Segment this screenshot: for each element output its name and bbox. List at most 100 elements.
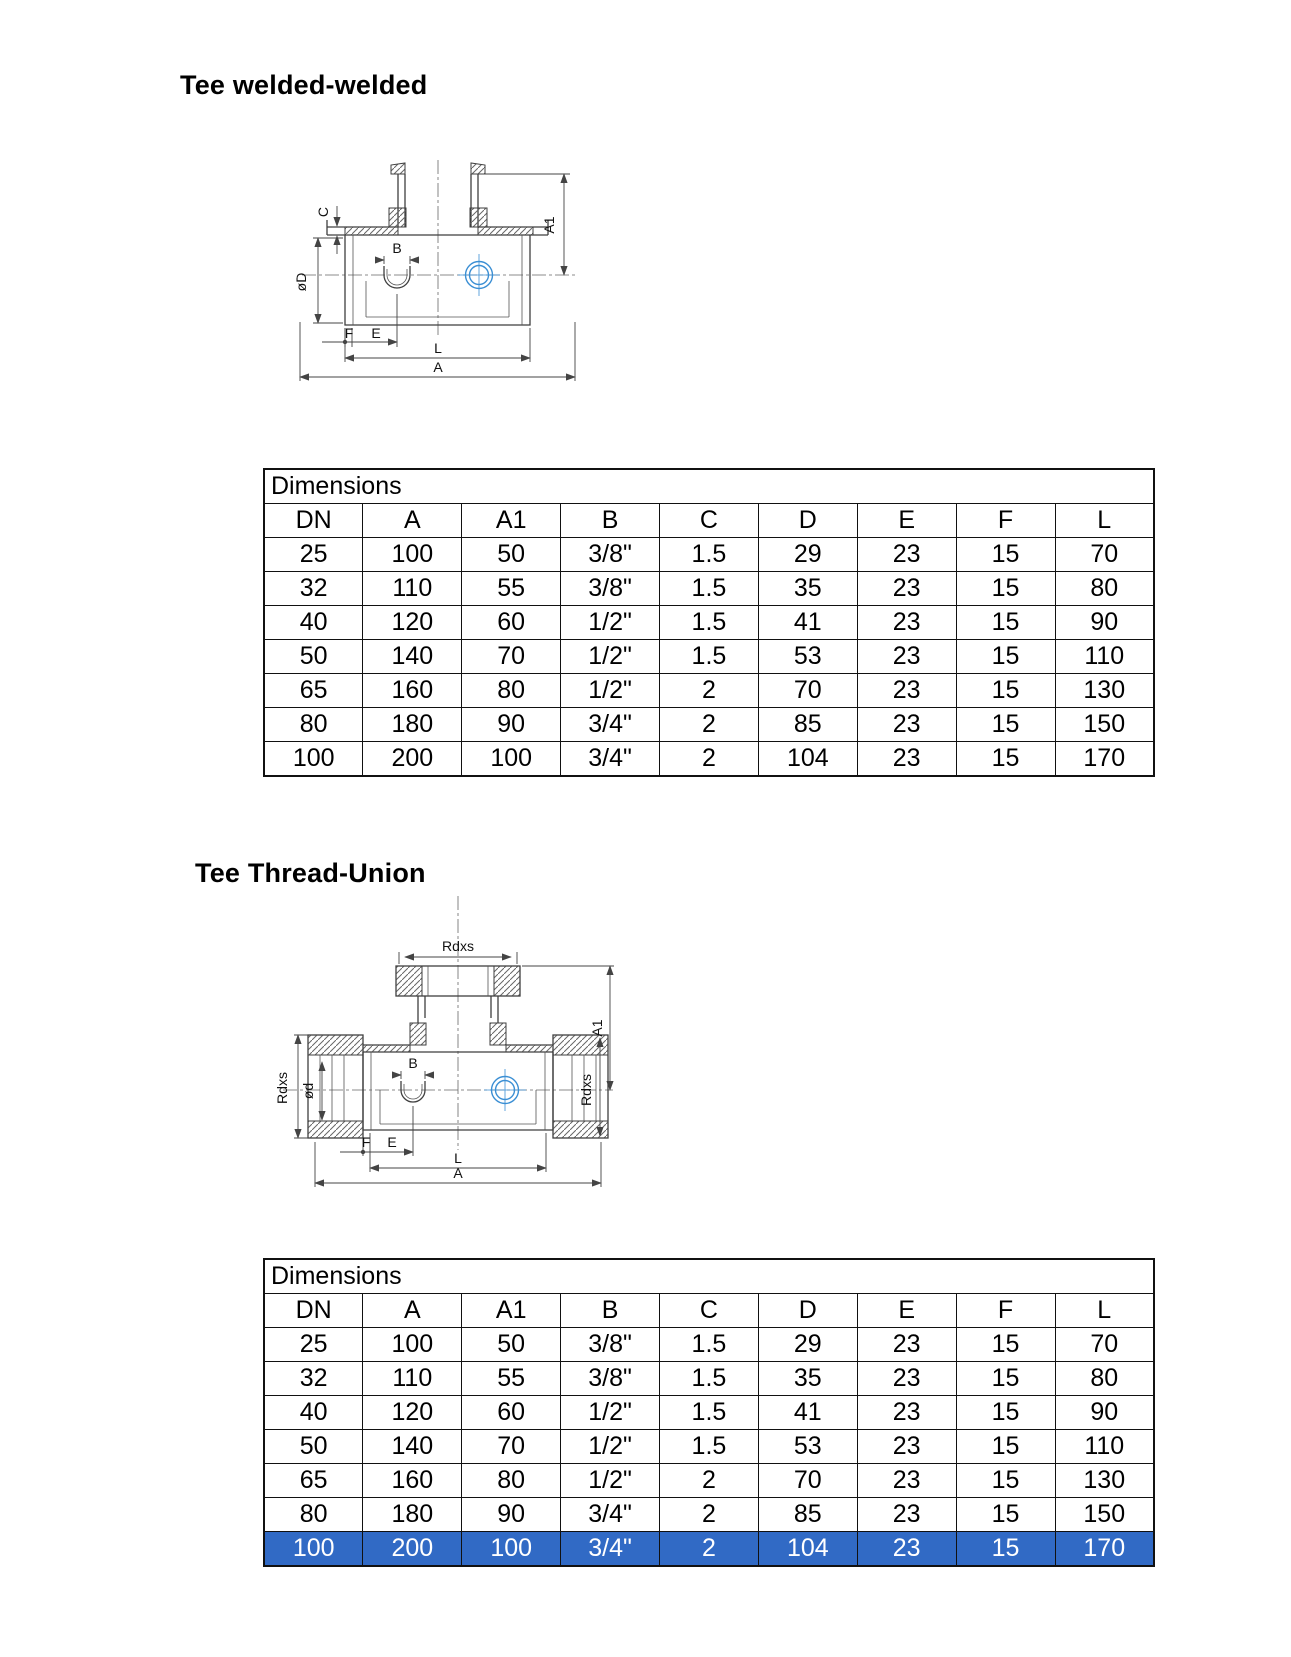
dim-label-d: øD — [293, 273, 309, 292]
dim-label-d2: ød — [300, 1083, 316, 1099]
table-cell: 150 — [1054, 707, 1155, 742]
table-cell: 53 — [757, 1429, 858, 1464]
table-cell: 100 — [461, 741, 562, 777]
table-cell: 15 — [955, 1327, 1056, 1362]
table-title: Dimensions — [263, 468, 1155, 504]
table-cell: 3/4" — [560, 1497, 660, 1532]
dim-label-e2: E — [387, 1134, 396, 1150]
table-cell: 160 — [362, 673, 463, 708]
table-cell: 29 — [757, 1327, 858, 1362]
table-cell: 1.5 — [659, 571, 759, 606]
port-circle — [484, 1069, 526, 1111]
column-header: B — [560, 1293, 660, 1328]
column-header: F — [955, 1293, 1056, 1328]
column-header: C — [659, 1293, 759, 1328]
table-cell: 15 — [955, 741, 1056, 777]
column-header: E — [856, 503, 957, 538]
dim-label-a1: A1 — [541, 216, 557, 233]
table-cell: 80 — [1054, 571, 1155, 606]
table-cell: 23 — [856, 1361, 957, 1396]
column-header: L — [1054, 503, 1155, 538]
table-cell: 1.5 — [659, 605, 759, 640]
table-cell: 15 — [955, 1531, 1056, 1567]
table-cell: 53 — [757, 639, 858, 674]
table-cell: 100 — [263, 1531, 364, 1567]
table-cell: 29 — [757, 537, 858, 572]
table-cell: 2 — [659, 707, 759, 742]
table-cell: 15 — [955, 1395, 1056, 1430]
table-cell: 23 — [856, 741, 957, 777]
table-cell: 85 — [757, 1497, 858, 1532]
table-cell: 40 — [263, 1395, 364, 1430]
table-cell: 65 — [263, 1463, 364, 1498]
dim-label-a: A — [433, 359, 443, 375]
table-cell: 1/2" — [560, 1429, 660, 1464]
port-circle — [458, 254, 500, 296]
table-cell: 23 — [856, 1463, 957, 1498]
table-cell: 1/2" — [560, 673, 660, 708]
table-cell: 180 — [362, 1497, 463, 1532]
table-cell: 1/2" — [560, 605, 660, 640]
table-cell: 25 — [263, 537, 364, 572]
table-cell: 50 — [461, 1327, 562, 1362]
dim-label-a2: A — [453, 1165, 463, 1181]
table-cell: 41 — [757, 1395, 858, 1430]
dim-label-f: F — [345, 325, 354, 341]
dim-label-rdxs-right: Rdxs — [578, 1074, 594, 1106]
table-cell: 104 — [757, 741, 858, 777]
table-cell: 3/4" — [560, 1531, 660, 1567]
table-cell: 60 — [461, 605, 562, 640]
dim-label-l2: L — [454, 1150, 462, 1166]
table-cell: 3/4" — [560, 707, 660, 742]
table-cell: 23 — [856, 1497, 957, 1532]
column-header: DN — [263, 1293, 364, 1328]
table-cell: 1.5 — [659, 1429, 759, 1464]
table-cell: 41 — [757, 605, 858, 640]
table-cell: 3/8" — [560, 1327, 660, 1362]
table-cell: 32 — [263, 1361, 364, 1396]
column-header: A — [362, 1293, 463, 1328]
technical-drawing-tee-welded: C øD B A1 F E L A — [293, 160, 578, 381]
table-cell: 110 — [362, 571, 463, 606]
table-cell: 90 — [461, 1497, 562, 1532]
table-cell: 1.5 — [659, 1361, 759, 1396]
table-cell: 150 — [1054, 1497, 1155, 1532]
table-cell: 100 — [461, 1531, 562, 1567]
table-cell: 55 — [461, 1361, 562, 1396]
table-cell: 23 — [856, 1327, 957, 1362]
table-cell: 50 — [461, 537, 562, 572]
table-cell: 1/2" — [560, 639, 660, 674]
table-cell: 80 — [263, 707, 364, 742]
column-header: DN — [263, 503, 364, 538]
column-header: L — [1054, 1293, 1155, 1328]
table-cell: 110 — [362, 1361, 463, 1396]
column-header: D — [757, 1293, 858, 1328]
table-cell: 70 — [757, 1463, 858, 1498]
table-cell: 2 — [659, 1531, 759, 1567]
column-header: D — [757, 503, 858, 538]
table-cell: 160 — [362, 1463, 463, 1498]
table-cell: 23 — [856, 571, 957, 606]
dim-label-b: B — [392, 240, 401, 256]
dim-label-b2: B — [408, 1055, 417, 1071]
table-cell: 60 — [461, 1395, 562, 1430]
column-header: A1 — [461, 503, 562, 538]
table-cell: 3/4" — [560, 741, 660, 777]
table-cell: 32 — [263, 571, 364, 606]
table-cell: 40 — [263, 605, 364, 640]
column-header: A1 — [461, 1293, 562, 1328]
table-cell: 23 — [856, 1531, 957, 1567]
table-cell: 200 — [362, 1531, 463, 1567]
table-cell: 70 — [1054, 1327, 1155, 1362]
